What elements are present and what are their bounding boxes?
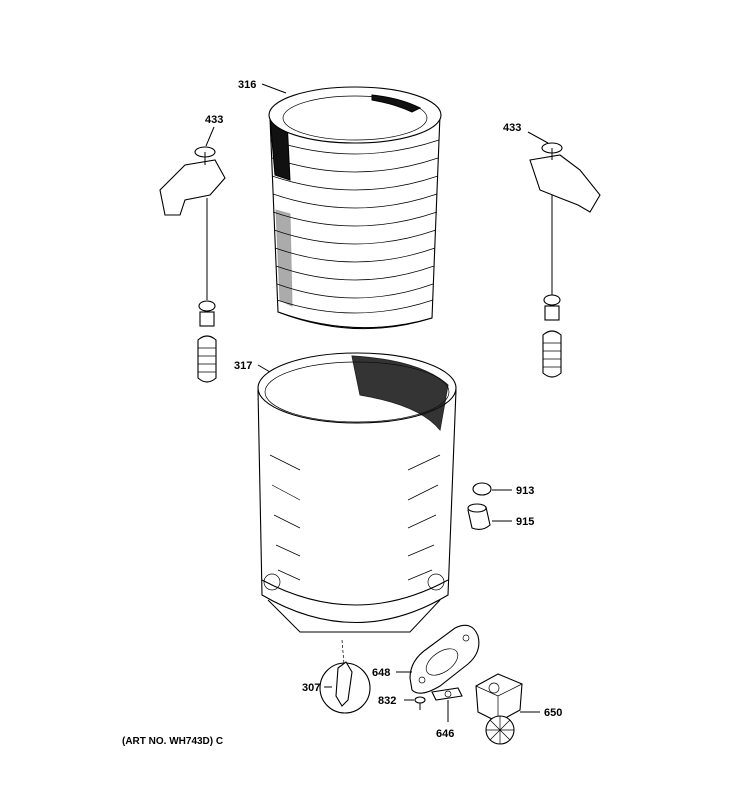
label-648: 648 — [372, 667, 390, 679]
suspension-rod-right — [529, 142, 601, 378]
label-832: 832 — [378, 695, 396, 707]
screw-832 — [414, 696, 426, 710]
tub-317 — [257, 352, 457, 633]
label-650: 650 — [544, 707, 562, 719]
gasket-648 — [409, 624, 480, 694]
basket-316 — [268, 86, 442, 330]
label-433-right: 433 — [503, 122, 521, 134]
o-ring-913 — [472, 482, 492, 496]
elbow-915 — [467, 503, 491, 531]
clamp-646 — [431, 687, 463, 722]
label-646: 646 — [436, 728, 454, 740]
label-433-left: 433 — [205, 114, 223, 126]
label-317: 317 — [234, 360, 252, 372]
label-307: 307 — [302, 682, 320, 694]
label-915: 915 — [516, 516, 534, 528]
label-913: 913 — [516, 485, 534, 497]
pump-650 — [475, 673, 523, 745]
art-number: (ART NO. WH743D) C — [122, 736, 223, 747]
label-316: 316 — [238, 79, 256, 91]
suspension-rod-left — [159, 146, 226, 383]
drain-clip-307 — [319, 639, 371, 714]
